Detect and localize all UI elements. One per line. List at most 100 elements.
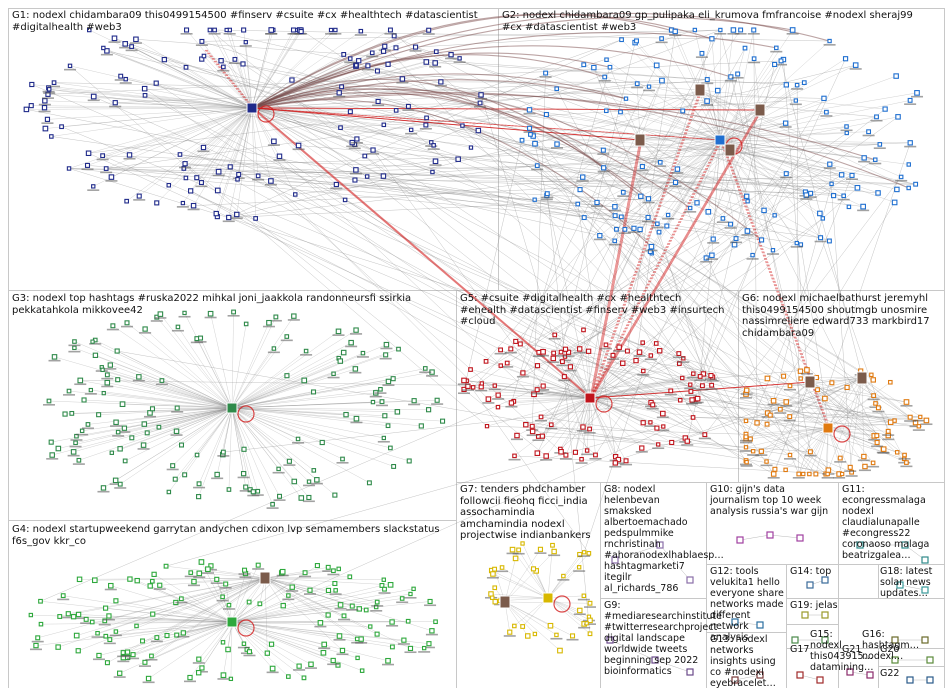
node-g1 [155, 201, 159, 205]
node-g5 [679, 398, 682, 401]
node-g1 [219, 59, 223, 63]
node-g1 [124, 77, 127, 80]
node-g4 [375, 600, 379, 604]
node-g5 [651, 403, 655, 407]
node-g4 [229, 677, 232, 680]
node-g4 [382, 578, 385, 581]
hub-node-g2 [755, 104, 765, 116]
node-g1 [228, 165, 232, 169]
node-g7 [555, 633, 558, 636]
node-g4 [375, 632, 379, 636]
node-g3 [157, 425, 161, 429]
node-g6 [841, 472, 844, 475]
node-g5 [553, 333, 557, 337]
node-g5 [611, 353, 615, 357]
node-g1 [154, 81, 158, 85]
node-g5 [535, 451, 539, 455]
node-g5 [573, 450, 577, 454]
node-g6 [875, 434, 879, 438]
node-g5 [499, 348, 503, 352]
node-g7 [578, 566, 581, 569]
node-g2 [635, 82, 639, 86]
node-g3 [86, 423, 90, 427]
node-g5 [594, 453, 598, 457]
node-g2 [520, 138, 524, 142]
node-g6 [744, 435, 748, 439]
node-g2 [705, 78, 709, 82]
node-g2 [527, 108, 531, 112]
node-g1 [222, 65, 226, 69]
node-g3 [383, 414, 387, 418]
group-label-g9: G9: #mediaresearchinstitute #twitterrese… [604, 600, 704, 677]
node-g1 [363, 154, 367, 158]
node-g4 [326, 565, 330, 569]
node-g3 [199, 336, 203, 340]
node-g3 [271, 503, 275, 507]
node-g5 [530, 429, 534, 433]
node-g6 [814, 472, 818, 476]
node-g4 [197, 571, 202, 576]
node-g3 [176, 325, 179, 328]
node-g10 [797, 535, 803, 541]
node-g6 [744, 446, 747, 449]
node-g5 [535, 388, 539, 392]
node-g1 [394, 109, 398, 113]
node-g5 [552, 351, 556, 355]
group-label-g3: G3: nodexl top hashtags #ruska2022 mihka… [12, 293, 452, 316]
node-g1 [479, 93, 483, 97]
node-g2 [711, 237, 715, 241]
node-g1 [256, 174, 260, 178]
node-g10 [767, 532, 773, 538]
node-g2 [794, 99, 797, 102]
node-g3 [419, 424, 423, 428]
node-g4 [126, 650, 130, 654]
node-g5 [561, 360, 565, 364]
node-g2 [721, 217, 725, 221]
node-g4 [118, 671, 122, 675]
node-g4 [155, 636, 159, 640]
hub-node-g4 [227, 617, 237, 627]
node-g4 [224, 582, 228, 586]
node-g4 [104, 634, 108, 638]
node-g5 [541, 384, 545, 388]
node-g4 [281, 604, 285, 608]
node-g4 [221, 641, 224, 644]
node-g1 [42, 106, 46, 110]
group-label-g21: G21 [842, 644, 878, 655]
node-g2 [874, 158, 877, 161]
node-g3 [113, 478, 117, 482]
node-g1 [449, 53, 453, 57]
node-g1 [410, 128, 413, 131]
node-g2 [582, 216, 586, 220]
node-g4 [383, 587, 387, 591]
node-g4 [326, 613, 330, 617]
node-g1 [109, 175, 113, 179]
node-g17 [817, 677, 823, 683]
node-g4 [74, 633, 79, 638]
node-g6 [765, 422, 769, 426]
node-g3 [336, 329, 340, 333]
node-g6 [896, 451, 899, 454]
node-g2 [773, 214, 776, 217]
node-g3 [221, 450, 225, 454]
node-g3 [67, 389, 71, 393]
node-g5 [562, 375, 566, 379]
node-g4 [386, 659, 391, 664]
node-g2 [821, 217, 824, 220]
node-g1 [244, 41, 247, 44]
node-g5 [661, 411, 665, 415]
node-g2 [802, 81, 806, 85]
node-g3 [341, 350, 345, 354]
node-g1 [476, 128, 480, 132]
node-g6 [872, 394, 876, 398]
node-g4 [380, 584, 384, 588]
node-g1 [456, 157, 460, 161]
node-g1 [202, 54, 206, 58]
node-g4 [337, 634, 341, 638]
node-g3 [118, 447, 122, 451]
node-g3 [118, 482, 122, 486]
node-g4 [143, 660, 147, 664]
node-g1 [272, 139, 277, 144]
node-g3 [142, 422, 146, 426]
node-g7 [548, 623, 553, 628]
